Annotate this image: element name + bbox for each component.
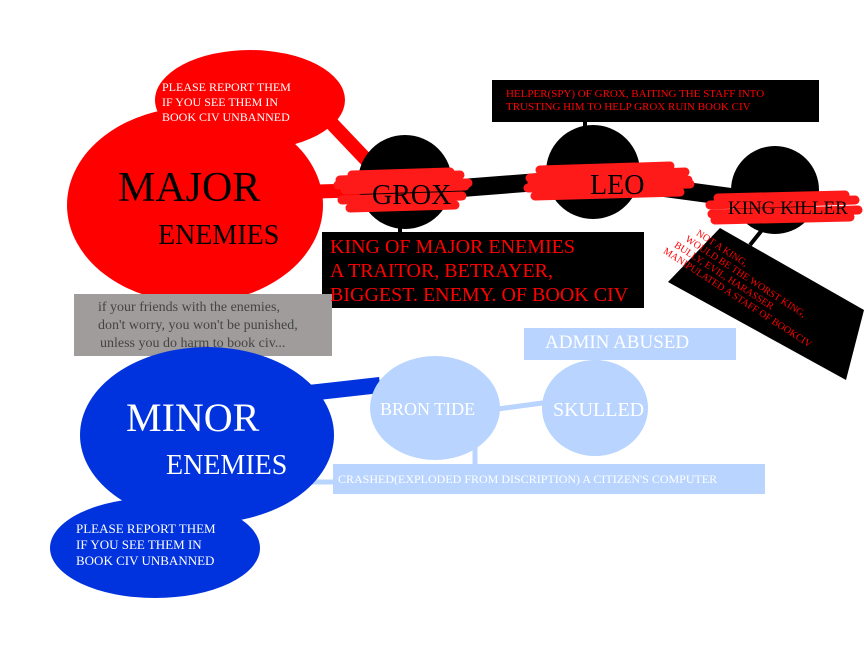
skulled-description: ADMIN ABUSED <box>545 332 690 353</box>
major-enemies-circle <box>67 107 323 303</box>
minor-title: MINOR <box>126 395 260 440</box>
skulled-label: SKULLED <box>553 399 645 421</box>
major-report-line-1: PLEASE REPORT THEM <box>162 80 291 94</box>
leo-description-line-1: HELPER(SPY) OF GROX, BAITING THE STAFF I… <box>506 88 765 100</box>
minor-report-line-3: BOOK CIV UNBANNED <box>76 553 215 568</box>
grox-description-line-1: KING OF MAJOR ENEMIES <box>330 236 576 258</box>
major-subtitle: ENEMIES <box>158 220 280 251</box>
connector-brontide-skulled <box>489 399 551 413</box>
leo-label: LEO <box>590 170 645 201</box>
brontide-description-box <box>333 464 765 494</box>
friends-note-line-2: don't worry, you won't be punished, <box>98 318 298 333</box>
minor-report-bubble <box>50 498 260 598</box>
leo-description-line-2: TRUSTING HIM TO HELP GROX RUIN BOOK CIV <box>506 101 751 113</box>
minor-report-line-1: PLEASE REPORT THEM <box>76 521 216 536</box>
leo-description-box <box>492 80 819 122</box>
king-killer-label: KING KILLER <box>728 198 848 219</box>
king-killer-description-box <box>668 228 864 380</box>
grox-label: GROX <box>372 180 452 211</box>
bron-tide-label: BRON TIDE <box>380 399 476 419</box>
minor-subtitle: ENEMIES <box>166 450 288 481</box>
bron-tide-node <box>370 356 500 460</box>
brontide-description: CRASHED(EXPLODED FROM DISCRIPTION) A CIT… <box>338 472 718 486</box>
minor-enemies-circle <box>80 347 334 523</box>
grox-description-line-3: BIGGEST. ENEMY. OF BOOK CIV <box>330 284 629 306</box>
friends-note-line-1: if your friends with the enemies, <box>98 300 280 315</box>
major-report-line-2: IF YOU SEE THEM IN <box>162 95 278 109</box>
minor-report-line-2: IF YOU SEE THEM IN <box>76 537 202 552</box>
major-title: MAJOR <box>118 165 261 211</box>
grox-scribble <box>333 167 473 213</box>
leo-scribble <box>523 161 695 201</box>
skulled-description-box <box>524 328 736 360</box>
grox-description-box <box>322 232 644 308</box>
friends-note-line-3: unless you do harm to book civ... <box>100 336 286 351</box>
friends-note-box <box>74 294 332 356</box>
major-report-line-3: BOOK CIV UNBANNED <box>162 110 290 124</box>
king-killer-scribble <box>705 190 863 225</box>
grox-description-line-2: A TRAITOR, BETRAYER, <box>330 260 553 282</box>
skulled-node <box>542 360 648 456</box>
